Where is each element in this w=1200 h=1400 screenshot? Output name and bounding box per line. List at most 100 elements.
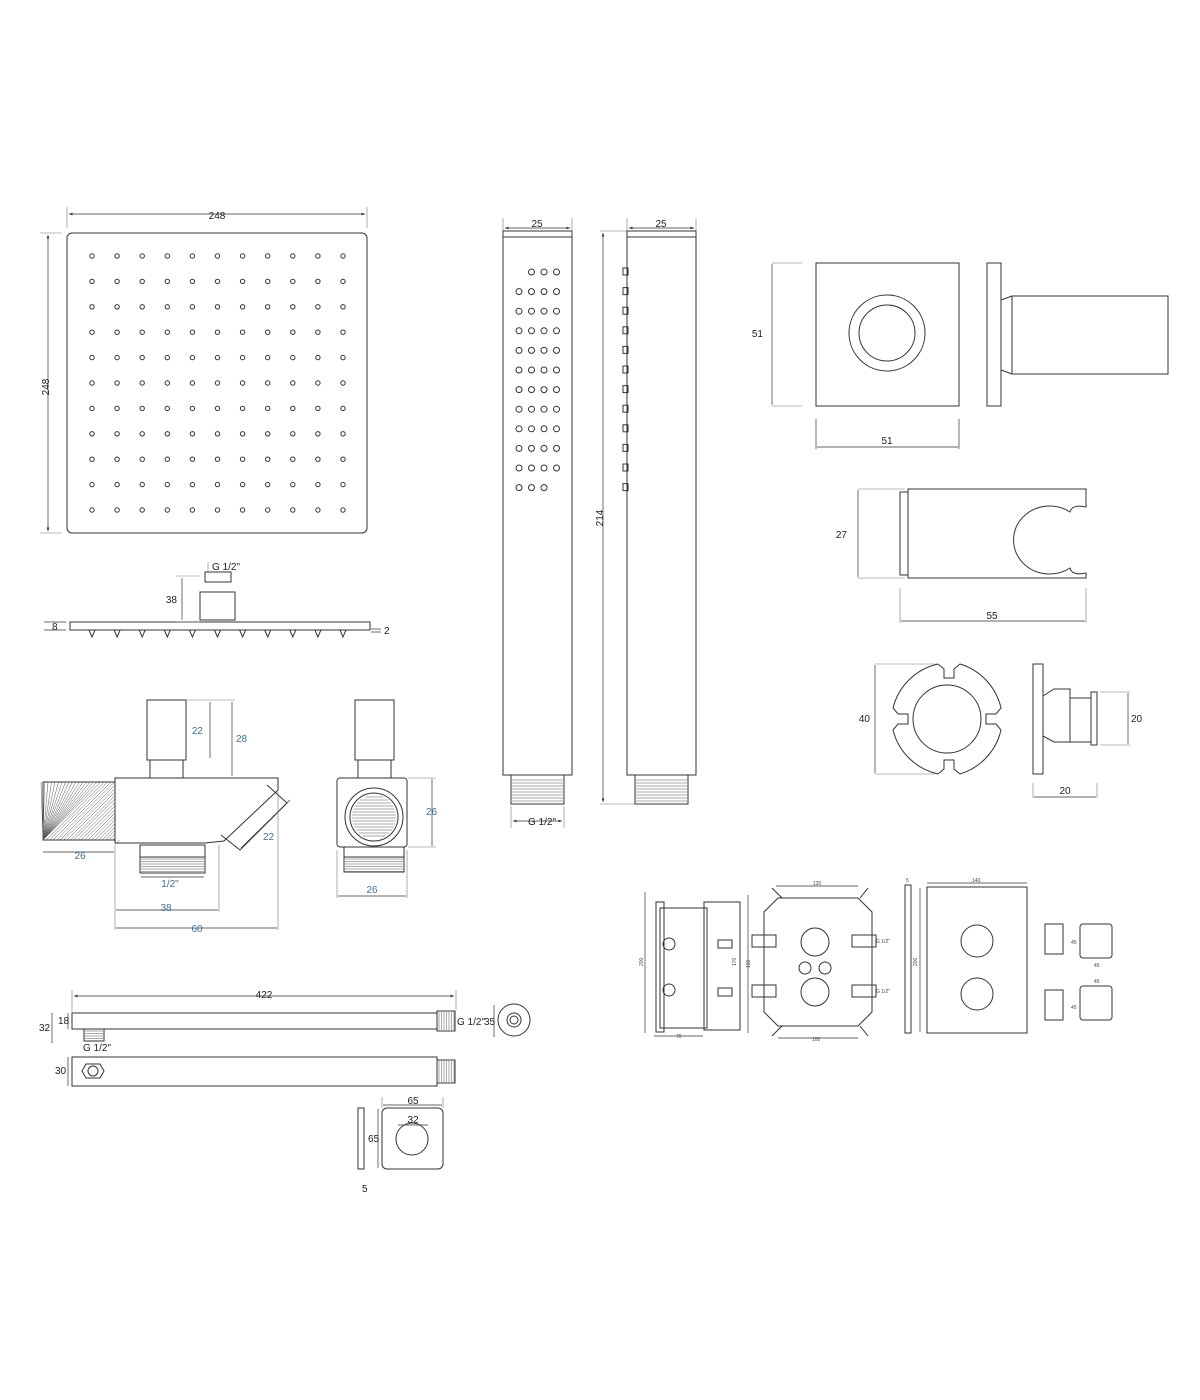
hatch-line xyxy=(105,830,116,841)
nozzle-dot xyxy=(189,380,196,386)
hand-nozzle-dot xyxy=(515,425,523,433)
hand-nozzle-dot xyxy=(528,366,535,374)
valve-plate-height: 200 xyxy=(913,957,919,966)
hand-side-nozzle xyxy=(622,404,629,413)
escutcheon-drawing: 40 20 20 xyxy=(859,663,1143,798)
nozzle-dot xyxy=(214,329,221,335)
nozzle-dot xyxy=(164,278,171,285)
nozzle-dot xyxy=(265,354,271,361)
nozzle-dot xyxy=(164,405,171,412)
hand-side-nozzles xyxy=(622,267,629,492)
nozzle-dot xyxy=(290,304,296,310)
hand-nozzle-dot xyxy=(528,327,535,335)
hand-side-nozzle xyxy=(622,443,629,452)
hand-nozzle-dot xyxy=(528,307,535,315)
nozzle-dot xyxy=(164,253,171,259)
nozzle-dot xyxy=(189,507,196,513)
hatch-line xyxy=(42,781,94,841)
hand-nozzle-dot xyxy=(553,425,560,433)
hand-nozzle-dot xyxy=(528,464,535,472)
nozzle-dot xyxy=(239,304,246,310)
nozzle-dot xyxy=(340,304,346,310)
arm-rose-label: 35 xyxy=(484,1017,496,1028)
hand-nozzle-dot xyxy=(515,484,523,492)
nozzle-dot xyxy=(340,329,346,335)
nozzle-dot xyxy=(114,507,120,513)
escutcheon-diameter-label: 40 xyxy=(859,714,871,725)
hatch-line xyxy=(101,826,116,841)
valve-handle-d: 45 xyxy=(1094,979,1100,985)
valve-body-width: 120 xyxy=(813,881,822,887)
hand-nozzle-dot xyxy=(540,307,548,315)
hatch-line xyxy=(94,819,116,841)
hatch-line xyxy=(40,781,44,841)
hatch-line xyxy=(80,805,116,841)
nozzle-dot xyxy=(114,405,120,412)
hand-nozzle-dot xyxy=(528,405,535,413)
valve-side-width: 70 xyxy=(676,1034,682,1040)
hand-nozzle-dot xyxy=(528,288,535,296)
nozzle-dot xyxy=(139,431,145,437)
nozzle-dot xyxy=(214,405,221,412)
hand-length-label: 214 xyxy=(595,509,606,526)
hatch-line xyxy=(42,781,66,841)
hatch-line xyxy=(49,781,108,841)
nozzle-dot xyxy=(139,304,145,310)
hand-inlet-label: G 1/2" xyxy=(528,817,556,828)
nozzle-dot xyxy=(164,329,171,335)
nozzle-dot xyxy=(189,431,196,437)
nozzle-tip xyxy=(163,629,171,639)
nozzle-dot xyxy=(315,456,321,462)
hand-nozzle-dot xyxy=(528,268,535,276)
hand-nozzle-dot xyxy=(515,405,523,413)
nozzle-dot xyxy=(214,456,221,462)
hatch-line xyxy=(42,781,49,841)
spout-dim-38: 38 xyxy=(160,903,172,914)
nozzle-dot xyxy=(139,380,145,386)
nozzle-dot xyxy=(315,304,321,310)
hand-side-nozzle xyxy=(622,385,629,394)
hand-nozzle-dot xyxy=(540,366,548,374)
nozzle-dot xyxy=(239,278,246,285)
hatch-line xyxy=(59,784,116,841)
nozzle-dot xyxy=(164,481,171,488)
hatch-line xyxy=(42,781,80,841)
outlet-elbow-drawing: 51 51 xyxy=(752,262,1169,449)
hatch-line xyxy=(42,781,84,841)
nozzle-profile xyxy=(88,629,347,639)
nozzle-dot xyxy=(239,380,246,386)
nozzle-dot xyxy=(340,456,346,462)
nozzle-dot xyxy=(340,405,346,412)
nozzle-dot xyxy=(315,431,321,437)
hand-nozzle-dot xyxy=(515,307,523,315)
arm-thread xyxy=(438,1061,455,1082)
hatch-line xyxy=(42,781,91,841)
valve-side-height: 200 xyxy=(639,957,645,966)
nozzle-dot xyxy=(265,481,271,488)
hand-side-nozzle xyxy=(622,345,629,354)
arm-height-30-label: 30 xyxy=(55,1066,67,1077)
hand-side-nozzle xyxy=(622,267,629,276)
hand-nozzle-dot xyxy=(515,288,523,296)
nozzle-dot xyxy=(265,431,271,437)
hand-side-nozzle xyxy=(622,287,629,296)
valve-plate-depth: 5 xyxy=(906,878,909,884)
hatch-line xyxy=(42,781,98,841)
holder-drawing: 27 55 xyxy=(836,488,1087,623)
elbow-height-label: 51 xyxy=(752,329,764,340)
hand-nozzle-dot xyxy=(553,268,560,276)
nozzle-dot xyxy=(114,304,120,310)
spout-dim-22a: 22 xyxy=(192,726,204,737)
valve-handle-c: 45 xyxy=(1071,1005,1077,1011)
hand-nozzle-dot xyxy=(515,386,523,394)
nozzle-dot xyxy=(189,253,196,259)
nozzle-dot xyxy=(290,431,296,437)
nozzle-dot xyxy=(315,354,321,361)
rain-head-drawing: 248 248 38 G 1/2" 8 2 xyxy=(40,207,390,639)
nozzle-dot xyxy=(239,354,246,361)
hand-nozzle-dot xyxy=(553,288,560,296)
hand-width-front-label: 25 xyxy=(531,219,543,230)
nozzle-dot xyxy=(189,405,196,412)
nozzle-tip xyxy=(88,629,96,639)
